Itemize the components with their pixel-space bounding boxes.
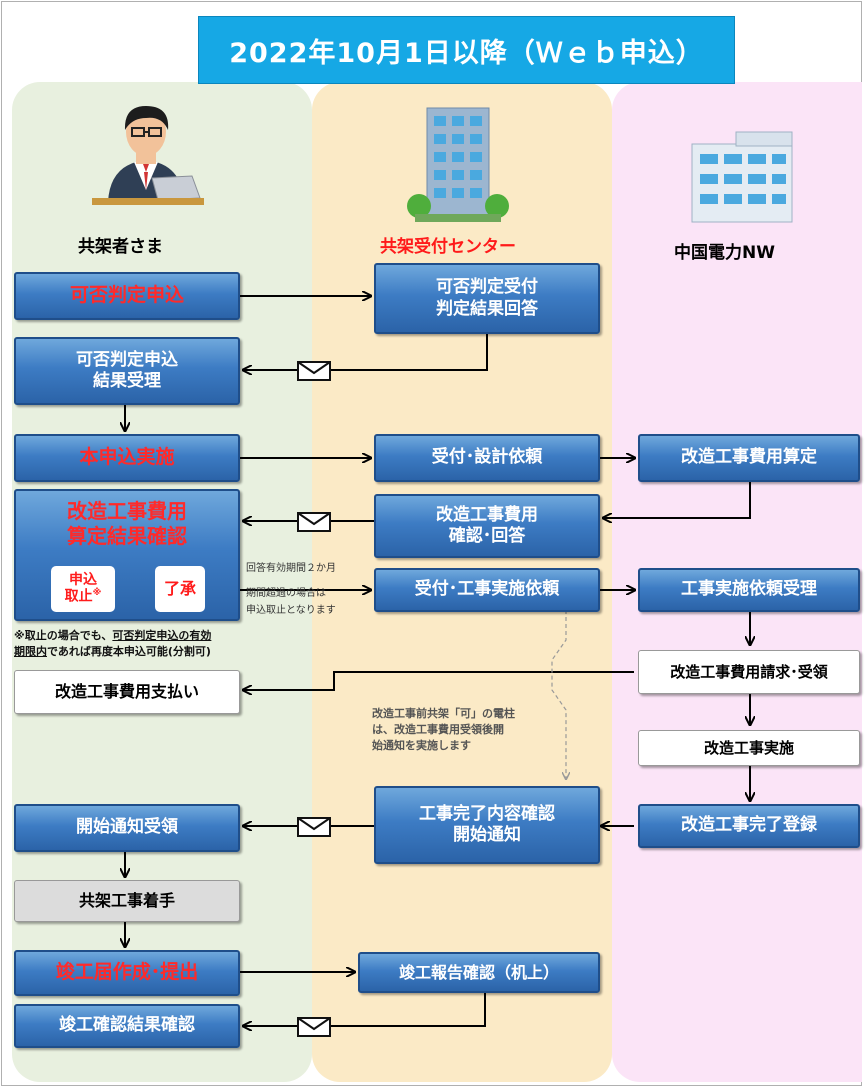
box-text: 竣工届作成･提出 xyxy=(55,961,199,984)
envelope-icon xyxy=(297,361,331,381)
person-at-laptop-icon xyxy=(92,106,204,205)
box-text: 受付･設計依頼 xyxy=(431,447,543,468)
box-text: 竣工報告確認（机上） xyxy=(398,962,559,982)
box-completion-report-submit: 竣工届作成･提出 xyxy=(14,950,240,996)
pre-construction-note: 改造工事前共架「可」の電柱 は、改造工事費用受領後開 始通知を実施します xyxy=(372,707,515,752)
box-text: 受付･工事実施依頼 xyxy=(414,579,560,600)
envelope-icon xyxy=(297,817,331,837)
box-text: 改造工事費用算定 xyxy=(681,447,817,468)
withdraw-label-2: 取止 xyxy=(64,588,93,605)
box-text: 竣工確認結果確認 xyxy=(59,1015,195,1036)
box-text: 開始通知 xyxy=(453,825,521,845)
box-text: 工事完了内容確認 xyxy=(419,803,555,824)
page-title: 2022年10月1日以降（Ｗｅｂ申込） xyxy=(198,16,735,84)
box-completion-registration: 改造工事完了登録 xyxy=(638,804,860,848)
box-text: 改造工事費用支払い xyxy=(54,682,199,701)
note-mark: ※ xyxy=(92,587,102,598)
box-completion-report-desk-check: 竣工報告確認（机上） xyxy=(358,952,600,993)
box-text: 共架工事着手 xyxy=(78,891,175,910)
accept-button: 了承 xyxy=(155,566,205,612)
box-text: 改造工事実施 xyxy=(703,738,794,757)
envelope-icon xyxy=(297,1017,331,1037)
box-text: 改造工事費用 xyxy=(436,504,538,525)
box-text: 改造工事完了登録 xyxy=(681,815,817,836)
box-cost-calculation: 改造工事費用算定 xyxy=(638,434,860,482)
box-feasibility-reception: 可否判定受付 判定結果回答 xyxy=(374,263,600,334)
box-feasibility-application: 可否判定申込 xyxy=(14,272,240,320)
actor-power-company-label: 中国電力NW xyxy=(674,243,775,263)
actor-customer-label: 共架者さま xyxy=(78,237,163,257)
box-text: 改造工事費用 xyxy=(67,499,187,523)
box-text: 可否判定受付 xyxy=(436,277,538,298)
withdraw-button: 申込 取止※ xyxy=(51,566,115,612)
box-text: 結果受理 xyxy=(93,371,161,391)
validity-period-note: 回答有効期間２か月 期間超過の場合は 申込取止となります xyxy=(246,563,336,616)
power-company-building-icon xyxy=(691,131,793,223)
accept-label: 了承 xyxy=(163,579,196,599)
box-cost-confirm-answer: 改造工事費用 確認･回答 xyxy=(374,494,600,558)
box-main-application: 本申込実施 xyxy=(14,434,240,482)
box-text: 可否判定申込 xyxy=(76,349,178,370)
withdraw-note: ※取止の場合でも、可否判定申込の有効 期限内であれば再度本申込可能(分割可) xyxy=(14,629,212,658)
box-feasibility-result-receipt: 可否判定申込 結果受理 xyxy=(14,337,240,405)
box-text: 改造工事費用請求･受領 xyxy=(670,662,828,681)
box-text: 本申込実施 xyxy=(79,446,175,469)
box-start-notice-receipt: 開始通知受領 xyxy=(14,804,240,852)
box-completion-check-start-notice: 工事完了内容確認 開始通知 xyxy=(374,786,600,864)
box-construction-start: 共架工事着手 xyxy=(14,880,240,922)
box-text: 開始通知受領 xyxy=(76,817,178,838)
box-text: 判定結果回答 xyxy=(436,298,538,319)
box-cost-result-confirm: 改造工事費用 算定結果確認 xyxy=(14,489,240,621)
office-building-icon xyxy=(407,107,509,222)
box-reception-design-request: 受付･設計依頼 xyxy=(374,434,600,482)
envelope-icon xyxy=(297,512,331,532)
box-text: 工事実施依頼受理 xyxy=(681,579,817,600)
box-modification-work: 改造工事実施 xyxy=(638,730,860,766)
box-feasibility-application-text: 可否判定申込 xyxy=(69,284,184,307)
actor-reception-label: 共架受付センター xyxy=(380,237,516,257)
box-construction-request: 受付･工事実施依頼 xyxy=(374,568,600,612)
withdraw-label-1: 申込 xyxy=(69,572,97,589)
box-construction-request-accept: 工事実施依頼受理 xyxy=(638,568,860,612)
box-completion-result-confirm: 竣工確認結果確認 xyxy=(14,1004,240,1048)
box-text: 確認･回答 xyxy=(448,526,526,546)
box-text: 算定結果確認 xyxy=(67,524,187,548)
box-cost-billing: 改造工事費用請求･受領 xyxy=(638,650,860,694)
box-cost-payment: 改造工事費用支払い xyxy=(14,670,240,714)
